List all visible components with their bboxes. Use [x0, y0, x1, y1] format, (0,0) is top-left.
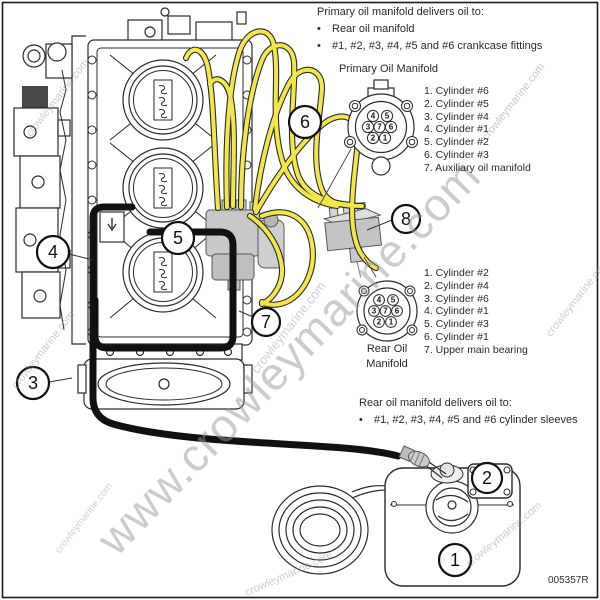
svg-text:7: 7 — [261, 312, 271, 332]
callout-6: 6 — [287, 104, 323, 140]
rear-manifold-title: Rear Oil Manifold — [350, 342, 424, 372]
callout-5: 5 — [160, 220, 196, 256]
callouts: 6 8 4 5 7 3 2 1 — [15, 104, 504, 578]
svg-text:5: 5 — [385, 112, 390, 121]
tank-pickup-pump — [423, 459, 464, 484]
primary-manifold-legend: 1. Cylinder #6 2. Cylinder #5 3. Cylinde… — [424, 85, 531, 175]
bullet-dot: • — [359, 414, 363, 426]
rear-manifold-note: Rear oil manifold delivers oil to: • #1,… — [359, 395, 578, 429]
bullet-dot: • — [317, 40, 321, 52]
rear-manifold-legend: 1. Cylinder #2 2. Cylinder #4 3. Cylinde… — [424, 267, 528, 357]
primary-port-numbers: 4 5 3 7 6 2 1 — [366, 112, 394, 143]
svg-text:5: 5 — [391, 296, 396, 305]
legend-item: 3. Cylinder #4 — [424, 110, 489, 123]
note-title: Primary oil manifold delivers oil to: — [317, 6, 484, 18]
callout-3: 3 — [15, 365, 51, 401]
hose-connector — [398, 445, 430, 468]
svg-text:1: 1 — [383, 134, 388, 143]
rear-oil-supply-hose — [89, 203, 402, 460]
note-bullet: • #1, #2, #3, #4, #5 and #6 crankcase fi… — [317, 38, 542, 55]
svg-text:1: 1 — [450, 550, 460, 570]
tank-cap — [425, 480, 479, 534]
svg-text:2: 2 — [371, 134, 376, 143]
callout-8: 8 — [390, 203, 422, 235]
check-valve-fitting — [99, 211, 125, 243]
legend-item: 7. Auxiliary oil manifold — [424, 161, 531, 174]
callout-leaders — [48, 219, 393, 383]
svg-text:5: 5 — [173, 228, 183, 248]
svg-text:6: 6 — [389, 123, 394, 132]
note-bullet: • #1, #2, #3, #4, #5 and #6 cylinder sle… — [359, 412, 578, 429]
legend-item: 1. Cylinder #6 — [424, 85, 489, 97]
legend-item: 4. Cylinder #1 — [424, 305, 489, 318]
rear-manifold-title-line2: Manifold — [366, 358, 408, 370]
legend-item: 3. Cylinder #6 — [424, 292, 489, 305]
rear-manifold-face: 4 5 3 7 6 2 1 — [356, 280, 418, 342]
primary-manifold-title: Primary Oil Manifold — [339, 63, 439, 75]
svg-text:2: 2 — [482, 468, 492, 488]
svg-text:4: 4 — [371, 112, 376, 121]
callout-2: 2 — [470, 461, 504, 495]
watermark-small: crowleymarine.com — [544, 257, 600, 339]
adapter-plate — [77, 343, 253, 410]
face-leader-lines — [317, 148, 377, 278]
oil-lines-yellow — [182, 28, 380, 308]
svg-text:6: 6 — [395, 307, 400, 316]
legend-item: 5. Cylinder #2 — [424, 136, 489, 149]
svg-text:3: 3 — [28, 373, 38, 393]
legend-item: 7. Upper main bearing — [424, 343, 528, 356]
legend-item: 2. Cylinder #4 — [424, 279, 489, 292]
legend-item: 2. Cylinder #5 — [424, 97, 489, 110]
engine-block — [13, 7, 253, 410]
note-bullet-text: #1, #2, #3, #4, #5 and #6 crankcase fitt… — [332, 40, 543, 52]
document-code: 005357R — [548, 575, 589, 586]
svg-text:1: 1 — [389, 318, 394, 327]
svg-text:4: 4 — [377, 296, 382, 305]
svg-text:3: 3 — [372, 307, 377, 316]
callout-1: 1 — [437, 542, 473, 578]
cylinder-bores — [122, 59, 204, 313]
note-bullet-text: Rear oil manifold — [332, 23, 415, 35]
svg-text:7: 7 — [383, 307, 388, 316]
svg-text:8: 8 — [401, 209, 411, 229]
callout-4: 4 — [35, 234, 71, 270]
legend-item: 5. Cylinder #3 — [424, 318, 489, 331]
legend-item: 6. Cylinder #3 — [424, 148, 489, 161]
rear-manifold-title-line1: Rear Oil — [366, 343, 408, 355]
callout-7: 7 — [250, 306, 282, 338]
bullet-dot: • — [317, 23, 321, 35]
primary-manifold-note: Primary oil manifold delivers oil to: • … — [317, 4, 542, 55]
primary-manifold-face: 4 5 3 7 6 2 1 — [344, 79, 418, 176]
rear-port-numbers: 4 5 3 7 6 2 1 — [372, 296, 400, 327]
svg-text:4: 4 — [48, 242, 58, 262]
svg-text:3: 3 — [366, 123, 371, 132]
note-title: Rear oil manifold delivers oil to: — [359, 397, 512, 409]
svg-text:7: 7 — [377, 123, 382, 132]
legend-item: 1. Cylinder #2 — [424, 267, 489, 279]
legend-item: 4. Cylinder #1 — [424, 123, 489, 136]
svg-text:6: 6 — [300, 112, 310, 132]
note-bullet: • Rear oil manifold — [317, 21, 542, 38]
svg-text:2: 2 — [377, 318, 382, 327]
note-bullet-text: #1, #2, #3, #4, #5 and #6 cylinder sleev… — [374, 414, 578, 426]
legend-item: 6. Cylinder #1 — [424, 330, 489, 343]
